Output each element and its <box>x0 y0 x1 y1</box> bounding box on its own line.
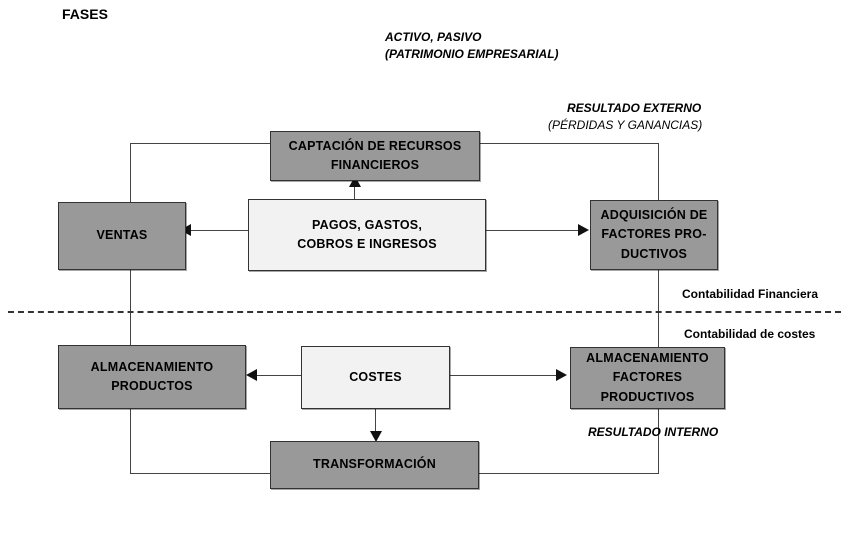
line-pagos-to-captacion <box>354 183 355 200</box>
box-line: PRODUCTOS <box>111 379 193 393</box>
box-almacenamiento-productos[interactable]: ALMACENAMIENTO PRODUCTOS <box>58 345 246 409</box>
line-pagos-to-ventas <box>186 230 249 231</box>
box-line: DUCTIVOS <box>620 246 688 261</box>
box-line: FINANCIEROS <box>330 158 420 172</box>
box-ventas[interactable]: VENTAS <box>58 202 186 270</box>
line-captacion-to-right <box>480 143 659 144</box>
box-line: VENTAS <box>96 228 148 243</box>
label-contabilidad-financiera: Contabilidad Financiera <box>682 287 819 301</box>
box-line: PAGOS, GASTOS, <box>312 217 422 232</box>
line-left-vertical-lower <box>130 408 131 474</box>
box-almacenamiento-factores-productivos[interactable]: ALMACENAMIENTO FACTORES PRODUCTIVOS <box>570 347 725 409</box>
annotation-resultado-interno: RESULTADO INTERNO <box>588 425 719 439</box>
arrowhead-to-adquisicion <box>578 224 589 236</box>
arrowhead-to-almacen-productos <box>246 369 257 381</box>
line-costes-to-transformacion <box>375 395 376 433</box>
box-line: FACTORES PRO- <box>601 227 707 242</box>
box-pagos-gastos-cobros-e-ingresos[interactable]: PAGOS, GASTOS, COBROS E INGRESOS <box>248 199 486 271</box>
annotation-resultado-externo-line2: (PÉRDIDAS Y GANANCIAS) <box>548 118 703 132</box>
box-captacion-de-recursos-financieros[interactable]: CAPTACIÓN DE RECURSOS FINANCIEROS <box>270 131 480 181</box>
box-adquisicion-de-factores-productivos[interactable]: ADQUISICIÓN DE FACTORES PRO- DUCTIVOS <box>590 200 718 270</box>
label-contabilidad-de-costes: Contabilidad de costes <box>684 327 816 341</box>
box-line: ADQUISICIÓN DE <box>600 207 708 222</box>
box-line: COBROS E INGRESOS <box>297 237 437 251</box>
line-costes-to-almacen-productos <box>252 375 302 376</box>
page-title: FASES <box>62 6 108 22</box>
arrowhead-to-captacion <box>349 176 361 187</box>
annotation-activo-pasivo-line1: ACTIVO, PASIVO <box>385 30 482 44</box>
annotation-activo-pasivo-line2: (PATRIMONIO EMPRESARIAL) <box>385 47 559 61</box>
box-transformacion[interactable]: TRANSFORMACIÓN <box>270 441 479 489</box>
line-to-transformacion-left <box>130 473 272 474</box>
box-line: ALMACENAMIENTO <box>586 350 709 365</box>
box-line: CAPTACIÓN DE RECURSOS <box>288 138 462 153</box>
line-captacion-to-left <box>130 143 275 144</box>
accounting-separator-dashed-line <box>8 311 841 313</box>
arrowhead-to-almacen-factores <box>556 369 567 381</box>
line-transformacion-to-right <box>478 473 659 474</box>
line-pagos-to-adquisicion <box>485 230 583 231</box>
box-costes[interactable]: COSTES <box>301 346 450 409</box>
box-line: COSTES <box>349 369 402 384</box>
box-line: ALMACENAMIENTO <box>90 359 214 374</box>
box-line: PRODUCTIVOS <box>600 389 695 404</box>
line-costes-to-almacen-factores <box>449 375 559 376</box>
box-line: FACTORES <box>612 370 683 385</box>
line-right-vertical-lower <box>658 409 659 474</box>
arrowhead-to-transformacion <box>370 431 382 442</box>
annotation-resultado-externo-line1: RESULTADO EXTERNO <box>567 101 702 115</box>
box-line: TRANSFORMACIÓN <box>313 457 436 472</box>
